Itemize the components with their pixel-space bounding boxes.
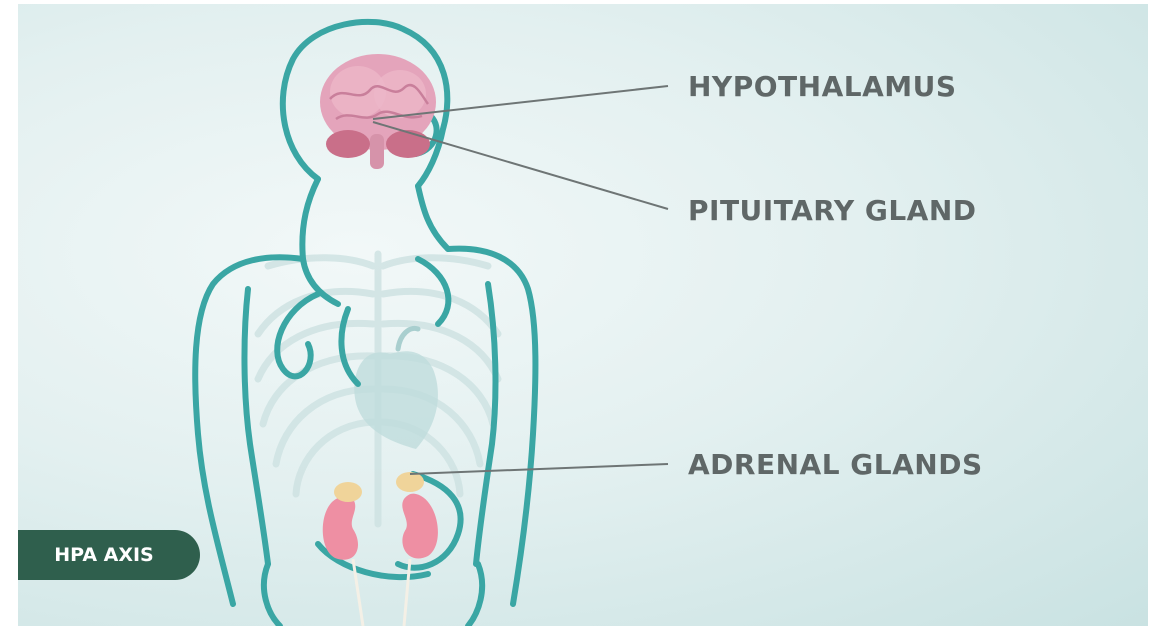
hpa-axis-badge-text: HPA AXIS — [54, 544, 154, 566]
heart-icon — [354, 328, 438, 449]
hpa-axis-badge: HPA AXIS — [18, 530, 200, 580]
kidney-right-icon — [396, 472, 438, 626]
hpa-diagram: HYPOTHALAMUS PITUITARY GLAND ADRENAL GLA… — [18, 4, 1148, 626]
brain-icon — [320, 54, 436, 169]
label-pituitary-gland: PITUITARY GLAND — [688, 194, 977, 227]
label-hypothalamus: HYPOTHALAMUS — [688, 70, 957, 103]
label-adrenal-glands: ADRENAL GLANDS — [688, 448, 983, 481]
